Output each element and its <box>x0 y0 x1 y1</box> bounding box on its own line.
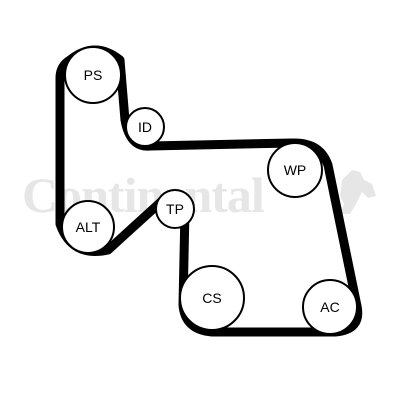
pulley-ac: AC <box>302 279 358 335</box>
pulley-label: CS <box>202 290 221 306</box>
pulley-tp: TP <box>155 189 195 229</box>
pulley-ps: PS <box>64 46 122 104</box>
pulley-label: ALT <box>76 219 101 235</box>
pulley-label: AC <box>320 299 339 315</box>
pulley-label: PS <box>84 67 103 83</box>
pulley-label: WP <box>284 162 307 178</box>
pulley-wp: WP <box>267 142 323 198</box>
pulley-alt: ALT <box>61 200 115 254</box>
pulley-label: ID <box>138 119 152 135</box>
horse-emblem-icon <box>340 170 376 214</box>
pulley-id: ID <box>125 107 165 147</box>
pulley-cs: CS <box>179 265 245 331</box>
pulley-label: TP <box>166 201 184 217</box>
